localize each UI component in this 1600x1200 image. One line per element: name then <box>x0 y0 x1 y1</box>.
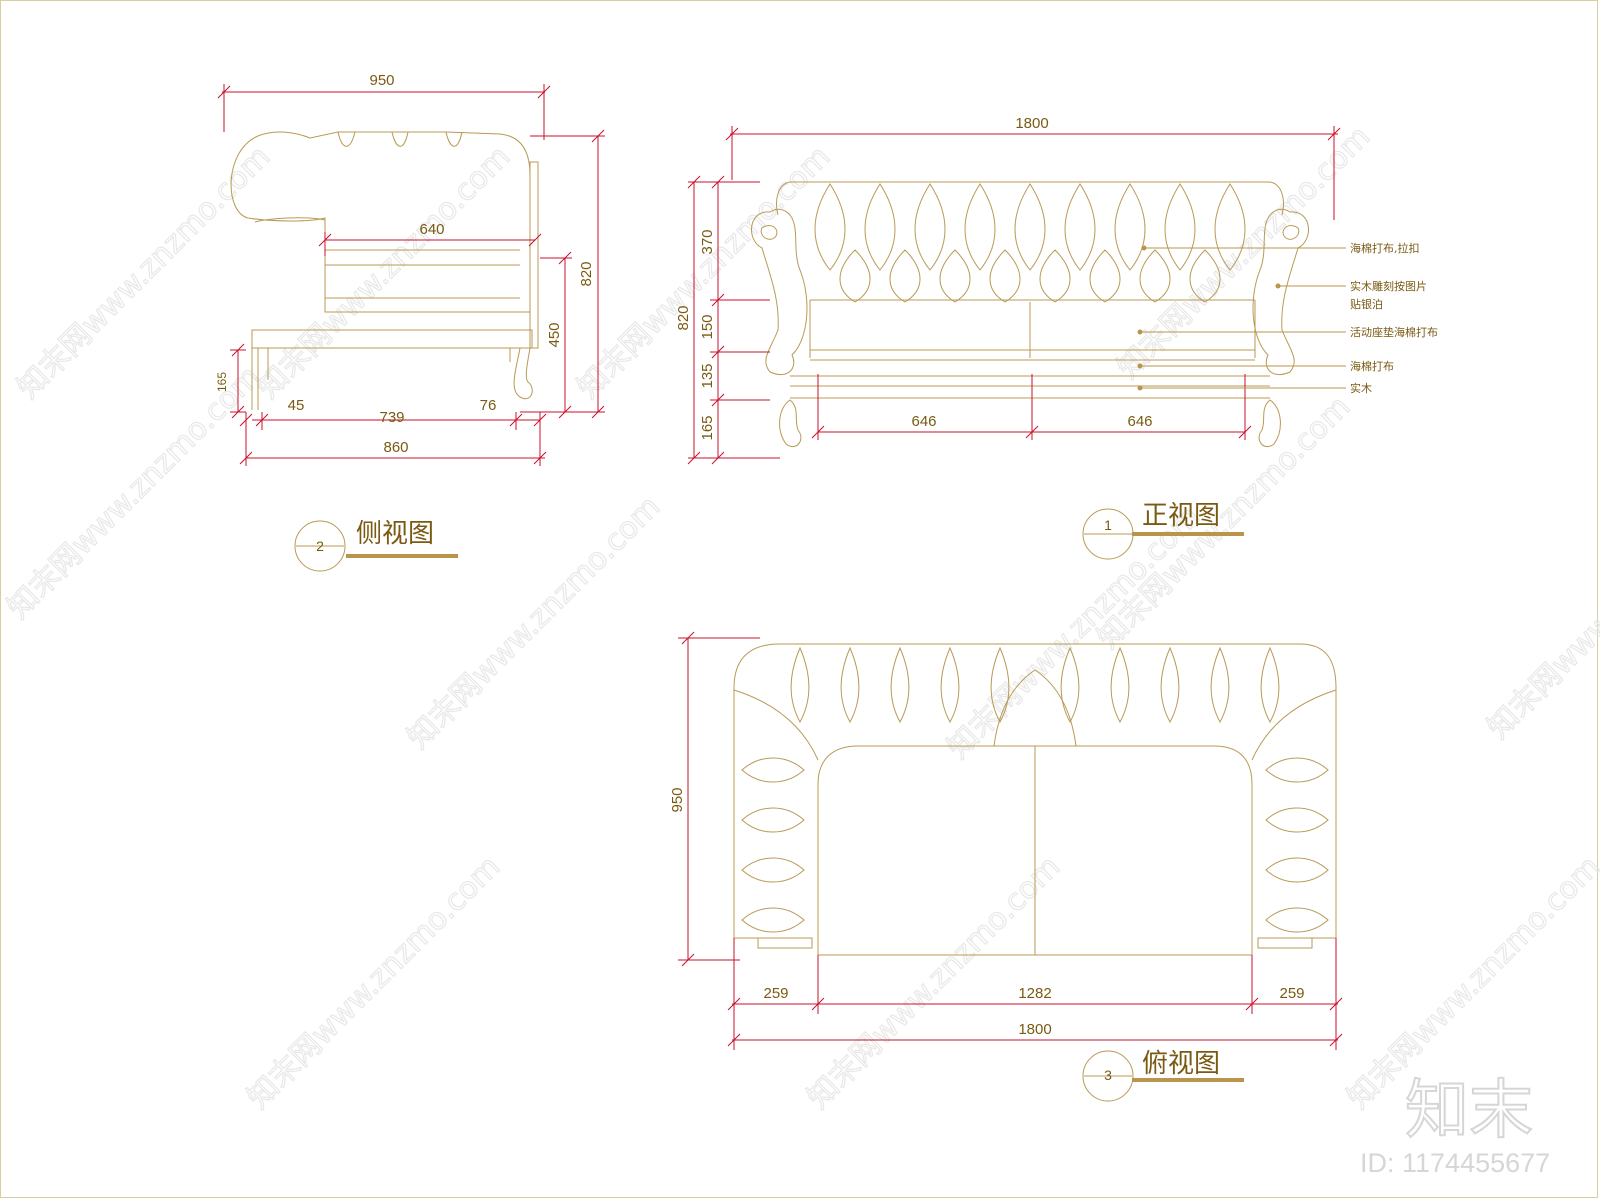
dim-side-leg-front: 45 <box>288 397 305 414</box>
front-view-title-block: 1 正视图 <box>1082 501 1244 560</box>
side-view-outline <box>230 131 539 410</box>
asset-id: ID: 1174455677 <box>1360 1148 1550 1178</box>
dim-front-overall-height: 820 <box>675 305 692 330</box>
view-number: 2 <box>316 538 324 554</box>
watermark-text: 知末网www.znzmo.com <box>241 849 507 1115</box>
dim-front-base-height: 135 <box>699 363 716 388</box>
dim-front-seat-left: 646 <box>911 413 936 430</box>
dim-front-back-height: 370 <box>699 229 716 254</box>
dim-front-overall-width: 1800 <box>1015 115 1048 132</box>
top-view: 950 259 1282 259 1800 3 俯视图 <box>669 631 1343 1102</box>
note-sponge-fabric-buttons: 海棉打布,拉扣 <box>1350 241 1420 255</box>
note-carved-wood: 实木雕刻按图片 <box>1350 279 1427 293</box>
side-view-dimension-labels: 950 820 450 640 165 45 739 76 860 <box>215 72 595 456</box>
view-title: 正视图 <box>1142 501 1220 531</box>
top-view-dimensions <box>678 631 1343 1050</box>
dim-side-base-depth: 860 <box>383 439 408 456</box>
watermark-text: 知末网www.znzmo.com <box>801 849 1067 1115</box>
dim-side-height: 820 <box>578 261 595 286</box>
note-silver-leaf: 贴银泊 <box>1350 297 1383 311</box>
watermark-text: 知末网www.znzmo.com <box>941 499 1207 765</box>
dim-top-overall-width: 1800 <box>1018 1021 1051 1038</box>
brand-logo: 知末 <box>1405 1074 1533 1148</box>
front-view-notes: 海棉打布,拉扣 实木雕刻按图片 贴银泊 活动座垫海棉打布 海棉打布 实木 <box>1350 241 1438 395</box>
view-title: 侧视图 <box>356 519 434 549</box>
front-view-dimension-labels: 1800 820 370 150 135 165 646 646 <box>675 115 1153 441</box>
view-number: 1 <box>1104 517 1112 533</box>
view-number-circle <box>294 520 346 572</box>
front-view-dimensions <box>687 126 1341 465</box>
note-sponge-fabric: 海棉打布 <box>1350 359 1394 373</box>
note-removable-cushion: 活动座垫海棉打布 <box>1350 325 1438 339</box>
side-view-title-block: 2 侧视图 <box>294 519 458 572</box>
dim-top-arm-left: 259 <box>763 985 788 1002</box>
dim-top-arm-right: 259 <box>1279 985 1304 1002</box>
dim-side-leg-back: 76 <box>480 397 497 414</box>
top-view-title-block: 3 俯视图 <box>1082 1049 1244 1102</box>
dim-top-seat-width: 1282 <box>1018 985 1051 1002</box>
brand-watermark: 知末 ID: 1174455677 <box>1360 1073 1550 1178</box>
watermark-text: 知末网www.znzmo.com <box>1111 119 1377 385</box>
watermark-text: 知末网www.znzmo.com <box>1481 479 1600 745</box>
top-view-outline <box>733 643 1337 956</box>
front-view-outline <box>751 181 1309 448</box>
dim-side-leg-height: 165 <box>215 372 229 392</box>
view-number: 3 <box>1104 1067 1112 1083</box>
top-view-dimension-labels: 950 259 1282 259 1800 <box>669 787 1305 1038</box>
watermark-text: 知末网www.znzmo.com <box>251 139 517 405</box>
side-view: 950 820 450 640 165 45 739 76 860 2 侧视图 <box>215 72 605 572</box>
dim-front-leg-height: 165 <box>699 415 716 440</box>
dim-front-cushion-height: 150 <box>699 314 716 339</box>
side-view-dimensions <box>217 84 605 466</box>
note-solid-wood: 实木 <box>1350 381 1372 395</box>
dim-side-leg-span: 739 <box>379 409 404 426</box>
dim-side-seat-height: 450 <box>546 322 563 347</box>
dim-front-seat-right: 646 <box>1127 413 1152 430</box>
view-title: 俯视图 <box>1142 1049 1220 1079</box>
front-view-leaders <box>1137 245 1346 391</box>
watermark-layer: 知末网www.znzmo.com 知末网www.znzmo.com 知末网www… <box>0 119 1600 1116</box>
view-number-circle <box>1082 1050 1134 1102</box>
dim-side-overall-depth: 950 <box>369 72 394 89</box>
dim-side-inner-depth: 640 <box>419 221 444 238</box>
front-view: 1800 820 370 150 135 165 646 646 海棉打布,拉扣… <box>675 115 1438 560</box>
dim-top-depth: 950 <box>669 787 686 812</box>
watermark-text: 知末网www.znzmo.com <box>401 489 667 755</box>
